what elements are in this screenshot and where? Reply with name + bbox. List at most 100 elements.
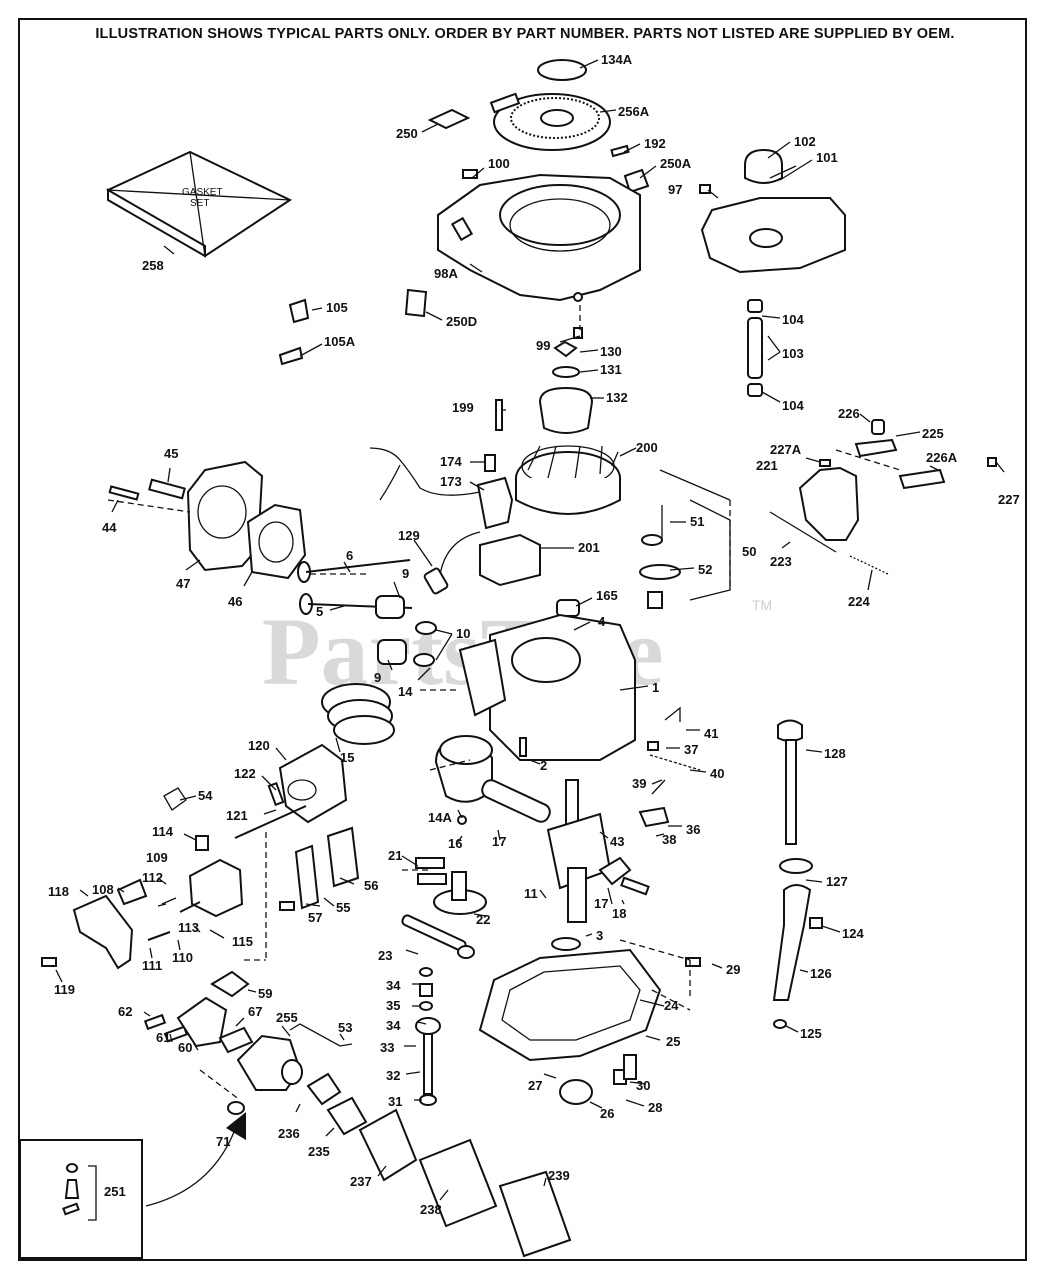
label-256A: 256A xyxy=(618,104,650,119)
label-3: 3 xyxy=(596,928,603,943)
label-115: 115 xyxy=(232,934,253,949)
watermark-tm: TM xyxy=(752,597,772,613)
label-22: 22 xyxy=(476,912,490,927)
label-130: 130 xyxy=(600,344,622,359)
label-250: 250 xyxy=(396,126,418,141)
label-113: 113 xyxy=(178,920,199,935)
label-14: 14 xyxy=(398,684,413,699)
notice-header: ILLUSTRATION SHOWS TYPICAL PARTS ONLY. O… xyxy=(95,26,955,42)
part-labels: 134A 256A 250 192 100 250A 102 101 97 25… xyxy=(48,52,1020,1217)
diagram-frame xyxy=(18,18,1027,1261)
label-224: 224 xyxy=(848,594,870,609)
piston-rod-assembly xyxy=(321,683,551,825)
label-54: 54 xyxy=(198,788,213,803)
label-25: 25 xyxy=(666,1034,680,1049)
label-200: 200 xyxy=(636,440,658,455)
label-30: 30 xyxy=(636,1078,650,1093)
label-226A: 226A xyxy=(926,450,958,465)
label-6: 6 xyxy=(346,548,353,563)
label-221: 221 xyxy=(756,458,778,473)
label-55: 55 xyxy=(336,900,350,915)
label-27: 27 xyxy=(528,1078,542,1093)
label-109: 109 xyxy=(146,850,168,865)
label-126: 126 xyxy=(810,966,832,981)
label-57: 57 xyxy=(308,910,322,925)
label-60: 60 xyxy=(178,1040,192,1055)
label-9a: 9 xyxy=(402,566,409,581)
label-192: 192 xyxy=(644,136,666,151)
label-37: 37 xyxy=(684,742,698,757)
label-52: 52 xyxy=(698,562,712,577)
ignition-parts xyxy=(369,399,514,530)
label-165: 165 xyxy=(596,588,618,603)
label-100: 100 xyxy=(488,156,510,171)
label-24: 24 xyxy=(664,998,679,1013)
label-236: 236 xyxy=(278,1126,300,1141)
label-34b: 34 xyxy=(386,1018,401,1033)
label-134A: 134A xyxy=(601,52,633,67)
label-173: 173 xyxy=(440,474,462,489)
label-67: 67 xyxy=(248,1004,262,1019)
label-15: 15 xyxy=(340,750,354,765)
label-131: 131 xyxy=(600,362,622,377)
label-17a: 17 xyxy=(492,834,506,849)
label-31: 31 xyxy=(388,1094,402,1109)
label-9b: 9 xyxy=(374,670,381,685)
label-124: 124 xyxy=(842,926,864,941)
label-101: 101 xyxy=(816,150,838,165)
gasket-set-line2: SET xyxy=(190,198,209,209)
label-227: 227 xyxy=(998,492,1020,507)
label-53: 53 xyxy=(338,1020,352,1035)
label-33: 33 xyxy=(380,1040,394,1055)
label-99: 99 xyxy=(536,338,550,353)
guide-lines xyxy=(107,305,901,1101)
label-250D: 250D xyxy=(446,314,477,329)
label-104b: 104 xyxy=(782,398,804,413)
camshaft-parts xyxy=(401,857,487,959)
label-97: 97 xyxy=(668,182,682,197)
oil-sump xyxy=(478,937,701,1105)
label-34a: 34 xyxy=(386,978,401,993)
label-127: 127 xyxy=(826,874,848,889)
flywheel-nut-stack xyxy=(538,327,594,434)
label-121: 121 xyxy=(226,808,248,823)
label-32: 32 xyxy=(386,1068,400,1083)
label-122: 122 xyxy=(234,766,256,781)
label-119: 119 xyxy=(54,982,75,997)
label-258: 258 xyxy=(142,258,164,273)
label-1: 1 xyxy=(652,680,659,695)
valves-springs xyxy=(297,559,437,667)
governor-linkage xyxy=(769,419,997,575)
label-23: 23 xyxy=(378,948,392,963)
label-114: 114 xyxy=(152,824,174,839)
coil-and-wire xyxy=(423,531,541,595)
oil-pump-stack xyxy=(415,967,441,1106)
label-21: 21 xyxy=(388,848,402,863)
label-59: 59 xyxy=(258,986,272,1001)
label-18: 18 xyxy=(612,906,626,921)
label-50: 50 xyxy=(742,544,756,559)
label-104a: 104 xyxy=(782,312,804,327)
label-4: 4 xyxy=(598,614,606,629)
label-111: 111 xyxy=(142,958,162,973)
label-235: 235 xyxy=(308,1144,330,1159)
label-2: 2 xyxy=(540,758,547,773)
label-227A: 227A xyxy=(770,442,802,457)
label-251: 251 xyxy=(104,1184,126,1199)
label-10: 10 xyxy=(456,626,470,641)
crank-hardware xyxy=(598,856,650,896)
cylinder-head xyxy=(108,460,307,580)
air-cleaner xyxy=(163,743,348,839)
label-61: 61 xyxy=(156,1030,170,1045)
label-201: 201 xyxy=(578,540,600,555)
flywheel xyxy=(515,445,621,515)
label-98A: 98A xyxy=(434,266,458,281)
label-132: 132 xyxy=(606,390,628,405)
gasket-set-line1: GASKET xyxy=(182,187,223,198)
label-102: 102 xyxy=(794,134,816,149)
intake-gaskets xyxy=(279,826,360,911)
label-17b: 17 xyxy=(594,896,608,911)
recoil-starter xyxy=(427,59,650,194)
label-51: 51 xyxy=(690,514,704,529)
